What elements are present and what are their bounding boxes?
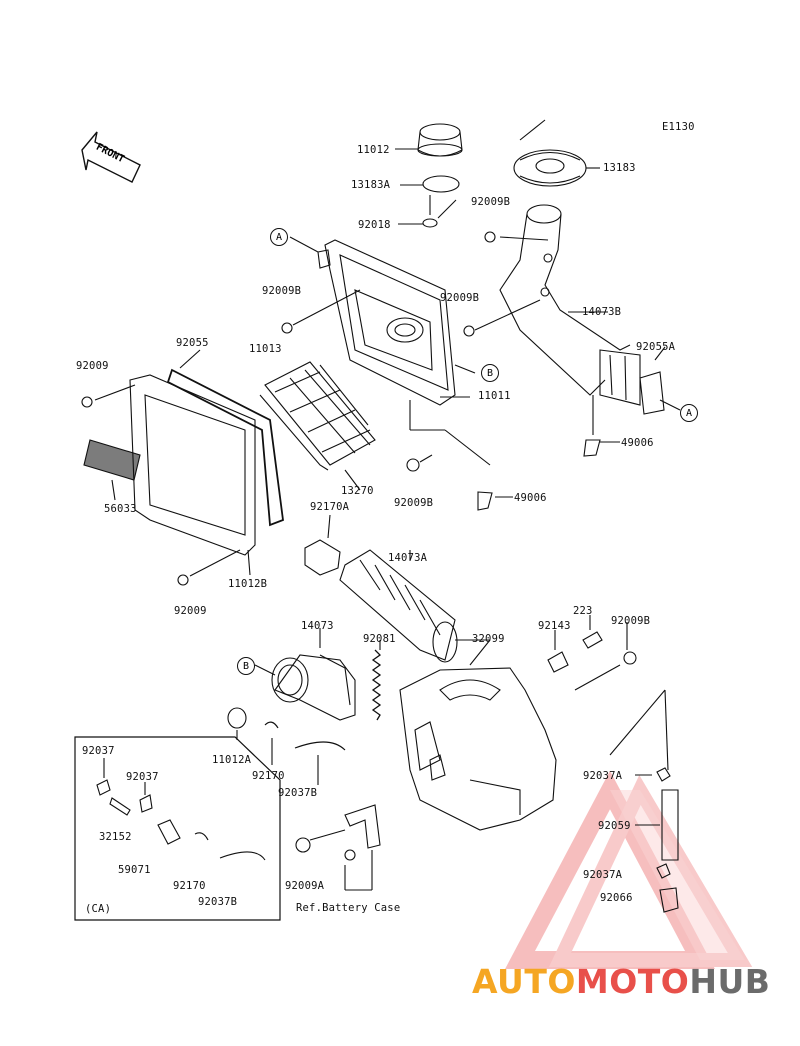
filter-element-13270-icon — [259, 361, 376, 471]
part-label-92055: 92055 — [176, 337, 209, 349]
part-label-11011: 11011 — [478, 390, 511, 402]
case-11011-icon — [317, 239, 456, 406]
brand-part-hub: HUB — [689, 962, 771, 1001]
part-label-92037a-top: 92037A — [583, 770, 623, 782]
part-label-13183a: 13183A — [351, 179, 391, 191]
front-arrow-icon — [81, 131, 141, 183]
part-label-92009b-left: 92009B — [262, 285, 302, 297]
brand-part-moto: MOTO — [575, 962, 690, 1001]
boot-14073a-icon — [339, 549, 458, 663]
part-label-11012: 11012 — [357, 144, 390, 156]
part-label-92009b-mid: 92009B — [440, 292, 480, 304]
part-label-92143: 92143 — [538, 620, 571, 632]
watermark-brand: AUTOMOTOHUB — [472, 962, 770, 1001]
inset-label-92170: 92170 — [173, 880, 206, 892]
part-label-11013: 11013 — [249, 343, 282, 355]
part-label-92009a: 92009A — [285, 880, 325, 892]
tank-32099-icon — [399, 667, 557, 831]
inset-label-92037-2: 92037 — [126, 771, 159, 783]
part-label-92018: 92018 — [358, 219, 391, 231]
part-label-92009-top: 92009 — [76, 360, 109, 372]
part-label-32099: 32099 — [472, 633, 505, 645]
inset-label-92037-1: 92037 — [82, 745, 115, 757]
inset-label-32152: 32152 — [99, 831, 132, 843]
part-label-92170-main: 92170 — [252, 770, 285, 782]
callout-a-right: A — [680, 404, 698, 422]
part-label-11012a: 11012A — [212, 754, 252, 766]
part-label-92009b-right: 92009B — [611, 615, 651, 627]
brand-part-auto: AUTO — [472, 962, 576, 1001]
part-label-92009-lower: 92009 — [174, 605, 207, 617]
part-label-92037b-main: 92037B — [278, 787, 318, 799]
duct-14073b-icon — [499, 204, 641, 406]
callout-a-top: A — [270, 228, 288, 246]
part-label-14073b: 14073B — [582, 306, 622, 318]
part-label-56033: 56033 — [104, 503, 137, 515]
inset-label-59071: 59071 — [118, 864, 151, 876]
part-label-92009b-top: 92009B — [471, 196, 511, 208]
part-label-49006-lower: 49006 — [514, 492, 547, 504]
ref-battery-case-label: Ref.Battery Case — [296, 902, 401, 914]
inset-ca-label: (CA) — [85, 903, 112, 915]
part-label-92066: 92066 — [600, 892, 633, 904]
watermark-logo-icon — [505, 770, 753, 969]
inset-label-92037b: 92037B — [198, 896, 238, 908]
part-label-92009b-lower: 92009B — [394, 497, 434, 509]
part-label-14073: 14073 — [301, 620, 334, 632]
part-label-92059: 92059 — [598, 820, 631, 832]
part-label-13183: 13183 — [603, 162, 636, 174]
part-label-92170a: 92170A — [310, 501, 350, 513]
cap-11012-icon — [417, 123, 463, 157]
part-label-13270: 13270 — [341, 485, 374, 497]
part-label-92081: 92081 — [363, 633, 396, 645]
part-label-223: 223 — [573, 605, 593, 617]
part-label-92055a: 92055A — [636, 341, 676, 353]
plate-13183-icon — [513, 149, 587, 187]
part-label-92037a-lower: 92037A — [583, 869, 623, 881]
duct-14073-icon — [271, 654, 356, 721]
part-label-14073a: 14073A — [388, 552, 428, 564]
part-label-11012b: 11012B — [228, 578, 268, 590]
diagram-id: E1130 — [662, 121, 695, 133]
callout-b-duct: B — [237, 657, 255, 675]
part-label-49006-right: 49006 — [621, 437, 654, 449]
callout-b-case: B — [481, 364, 499, 382]
